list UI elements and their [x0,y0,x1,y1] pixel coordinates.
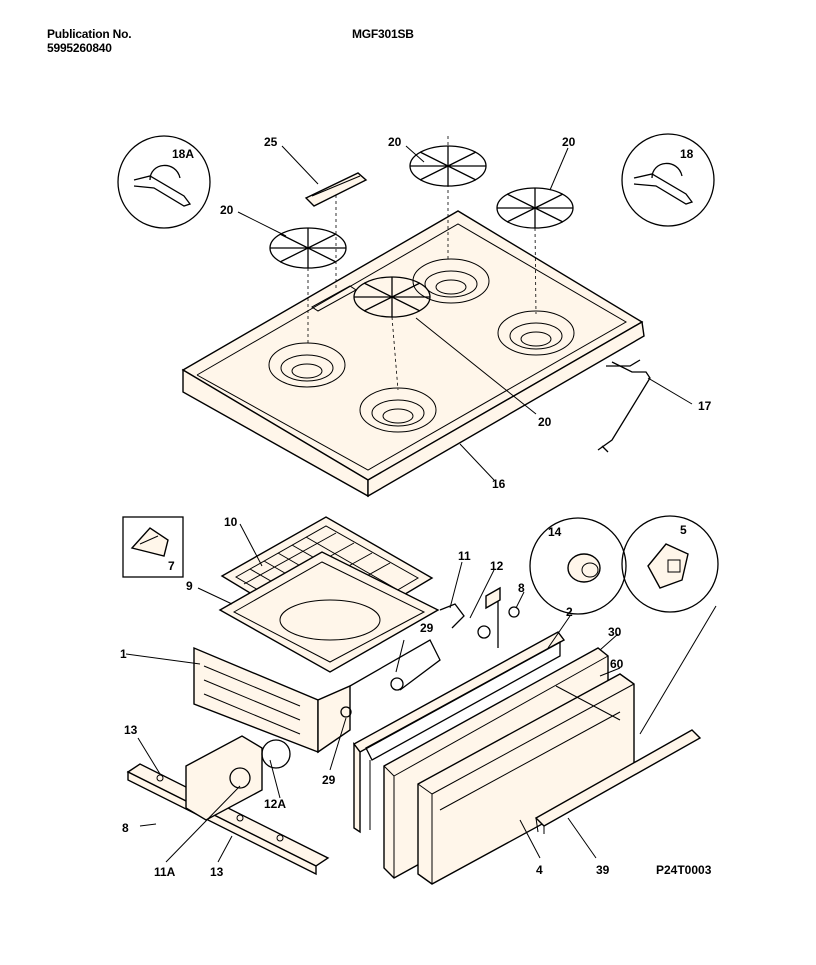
callout-12A: 12A [264,797,286,811]
callout-1: 1 [120,647,127,661]
callout-2: 2 [566,605,573,619]
callout-20-back: 20 [388,135,402,149]
callout-10: 10 [224,515,238,529]
parts-11-12-8 [439,586,520,648]
callout-13-lower: 13 [210,865,224,879]
callout-7: 7 [168,559,175,573]
publication-label: Publication No. [47,27,132,41]
part-17-wire [597,359,651,453]
callout-labels: 18A 25 20 20 20 18 20 17 16 7 10 9 1 11 … [120,135,712,879]
part-1-burner-box [193,639,441,754]
inset-box-7 [122,516,184,578]
callout-11: 11 [458,549,471,563]
callout-29-upper: 29 [420,621,434,635]
part-25-bracket [304,172,368,207]
inset-5 [621,515,719,613]
callout-16: 16 [492,477,506,491]
callout-30: 30 [608,625,622,639]
model-number: MGF301SB [352,27,414,41]
cooktop-16 [181,210,645,498]
callout-4: 4 [536,863,543,877]
inset-14 [529,517,627,615]
callout-8-lower: 8 [122,821,129,835]
callout-8-upper: 8 [518,581,525,595]
callout-11A: 11A [154,865,176,879]
callout-25: 25 [264,135,278,149]
publication-number: 5995260840 [47,41,112,55]
inset-18A [117,135,211,229]
callout-39: 39 [596,863,610,877]
inset-18 [621,133,715,227]
part-39-handle [534,729,702,834]
drawing-code: P24T0003 [656,863,712,877]
leader-lines [125,145,717,863]
part-2-frame [352,631,566,834]
callout-9: 9 [186,579,193,593]
callout-29-lower: 29 [322,773,336,787]
part-9-broiler-pan [218,551,440,673]
callout-14: 14 [548,525,562,539]
callout-17: 17 [698,399,712,413]
callout-20-left: 20 [220,203,234,217]
grate-right-20 [496,187,574,229]
callout-5: 5 [680,523,687,537]
callout-13-upper: 13 [124,723,138,737]
callout-18A: 18A [172,147,194,161]
callout-60: 60 [610,657,624,671]
callout-20-right: 20 [562,135,576,149]
callout-12: 12 [490,559,504,573]
callout-20-center: 20 [538,415,552,429]
part-13-rail [126,735,330,876]
grate-center-20 [353,276,431,318]
callout-18: 18 [680,147,694,161]
